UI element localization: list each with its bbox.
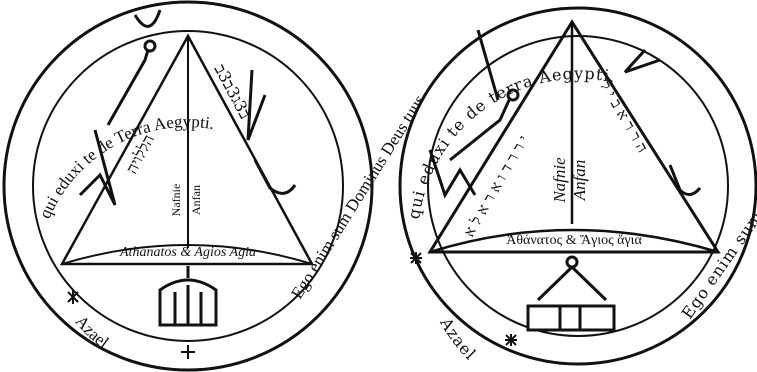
left-center-left-text: Nafnie bbox=[169, 184, 183, 217]
right-base-text: Ἀθάνατος & Ἅγιος ἅγια bbox=[506, 233, 642, 248]
right-center-right-text: Anfan bbox=[570, 160, 589, 202]
right-seal: qui eduxi te de terra Aegypti. Azael Ego… bbox=[400, 8, 757, 364]
right-cross-bottom-icon bbox=[505, 334, 517, 346]
left-center-right-text: Anfan bbox=[189, 185, 203, 215]
right-center-left-text: Nafnie bbox=[550, 157, 569, 204]
left-base-text: Athanatos & Agios Agia bbox=[119, 245, 256, 260]
right-cross-icon bbox=[410, 252, 422, 264]
left-seal: qui eduxi te de Terra Aegypti. Azael Ego… bbox=[4, 2, 431, 370]
